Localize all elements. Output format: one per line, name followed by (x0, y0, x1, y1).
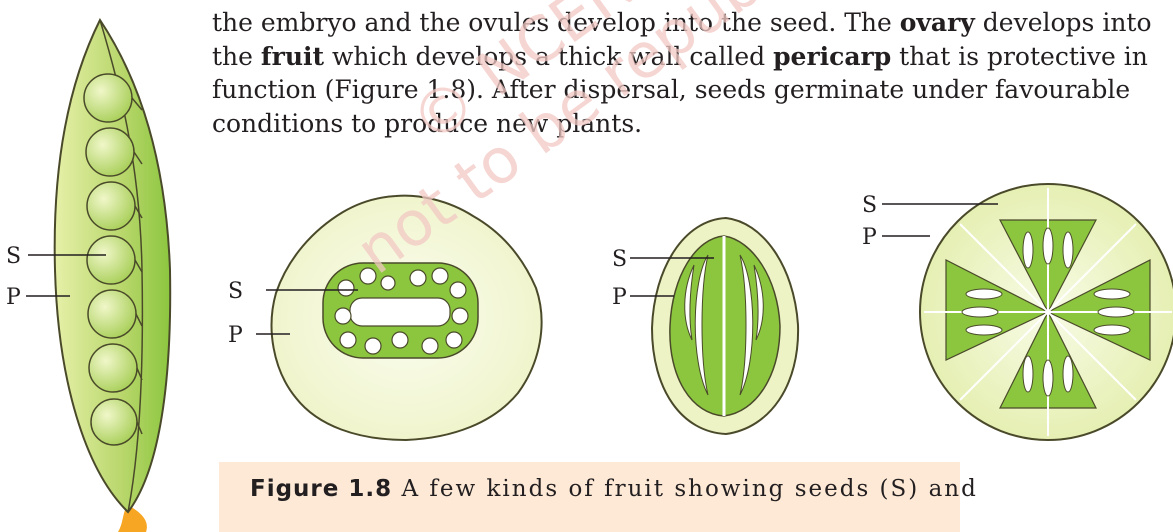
round-fruit-figure: S P (860, 180, 1173, 460)
pea-pod-figure: S P (0, 0, 210, 532)
paragraph-line-4: conditions to produce new plants. (212, 107, 1172, 141)
round-label-pericarp: P (862, 225, 877, 250)
text-segment: that is protective in (891, 42, 1148, 71)
pea-stalk (118, 505, 147, 532)
pod-label-seed: S (6, 244, 21, 269)
figure-caption: Figure 1.8 A few kinds of fruit showing … (250, 476, 978, 502)
bold-term-fruit: fruit (261, 42, 324, 71)
paragraph-line-2: the fruit which develops a thick wall ca… (212, 40, 1172, 74)
oval-label-pericarp: P (612, 285, 627, 310)
oval-label-seed: S (612, 247, 627, 272)
oval-fruit-figure: S P (612, 210, 812, 442)
text-segment: which develops a thick wall called (324, 42, 773, 71)
tomato-label-seed: S (228, 279, 243, 304)
caption-figure-label: Figure 1.8 (250, 476, 392, 502)
text-segment: the (212, 42, 261, 71)
paragraph-line-1: the embryo and the ovules develop into t… (212, 6, 1172, 40)
bold-term-pericarp: pericarp (773, 42, 891, 71)
body-paragraph: the embryo and the ovules develop into t… (212, 6, 1172, 140)
text-segment: develops into (975, 8, 1152, 37)
paragraph-line-3: function (Figure 1.8). After dispersal, … (212, 73, 1172, 107)
text-segment: the embryo and the ovules develop into t… (212, 8, 900, 37)
tomato-fruit-figure: S P (218, 188, 578, 448)
tomato-label-pericarp: P (228, 323, 243, 348)
pod-label-pericarp: P (6, 285, 21, 310)
bold-term-ovary: ovary (900, 8, 975, 37)
round-label-seed: S (862, 193, 877, 218)
caption-text: A few kinds of fruit showing seeds (S) a… (392, 476, 978, 502)
